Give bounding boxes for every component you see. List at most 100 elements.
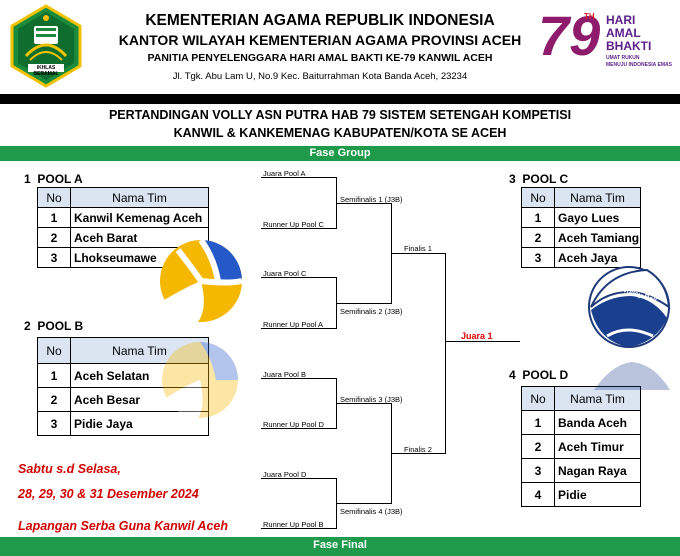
schedule-venue: Lapangan Serba Guna Kanwil Aceh xyxy=(18,519,228,533)
seed-label: Juara Pool C xyxy=(263,269,307,278)
final-label: Finalis 1 xyxy=(404,244,432,253)
team-no: 3 xyxy=(521,458,555,483)
team-name: Pidie Jaya xyxy=(70,411,209,436)
semi-label: Semifinalis 4 (J3B) xyxy=(340,507,403,516)
pool-d-title: 4 POOL D xyxy=(509,368,568,382)
pool-a-label: POOL A xyxy=(37,172,83,186)
team-name: Aceh Tamiang xyxy=(554,227,641,248)
header-divider xyxy=(0,94,680,104)
schedule-dates: 28, 29, 30 & 31 Desember 2024 xyxy=(18,487,199,501)
final-label: Finalis 2 xyxy=(404,445,432,454)
seed-label: Runner Up Pool D xyxy=(263,420,324,429)
hab-sub1: UMAT RUKUN xyxy=(606,55,640,61)
col-no: No xyxy=(37,337,71,364)
pool-d-label: POOL D xyxy=(522,368,569,382)
team-name: Gayo Lues xyxy=(554,207,641,228)
pool-d-number: 4 xyxy=(509,368,516,382)
pool-b-title: 2 POOL B xyxy=(24,319,83,333)
hab-line2: AMAL xyxy=(606,26,641,40)
team-name: Kanwil Kemenag Aceh xyxy=(70,207,209,228)
kemenag-logo xyxy=(10,4,82,88)
volleyball-faded-icon xyxy=(162,342,238,418)
pool-c-title: 3 POOL C xyxy=(509,172,568,186)
team-name: Aceh Timur xyxy=(554,434,641,459)
header-line3: PANITIA PENYELENGGARA HARI AMAL BAKTI KE… xyxy=(147,52,493,64)
seed-label: Juara Pool B xyxy=(263,370,306,379)
volleyball-reflection-icon xyxy=(594,362,670,390)
seed-label: Runner Up Pool C xyxy=(263,220,324,229)
team-no: 3 xyxy=(521,247,555,268)
team-no: 3 xyxy=(37,247,71,268)
team-no: 2 xyxy=(521,227,555,248)
seed-label: Juara Pool A xyxy=(263,169,306,178)
pool-a-number: 1 xyxy=(24,172,31,186)
hab-line3: BHAKTI xyxy=(606,39,652,53)
hab-79-logo: 79 TH HARI AMAL BHAKTI UMAT RUKUN MENUJU… xyxy=(538,4,678,82)
header-line2: KANTOR WILAYAH KEMENTERIAN AGAMA PROVINS… xyxy=(118,32,522,48)
team-name: Aceh Barat xyxy=(70,227,209,248)
pool-b-label: POOL B xyxy=(37,319,84,333)
col-name: Nama Tim xyxy=(554,386,641,411)
header-address: Jl. Tgk. Abu Lam U, No.9 Kec. Baiturrahm… xyxy=(172,71,468,82)
hab-sub2: MENUJU INDONESIA EMAS xyxy=(606,62,672,68)
pool-c-label: POOL C xyxy=(522,172,569,186)
col-no: No xyxy=(37,187,71,208)
col-no: No xyxy=(521,187,555,208)
team-name: Pidie xyxy=(554,482,641,507)
semi-label: Semifinalis 3 (J3B) xyxy=(340,395,403,404)
semi-label: Semifinalis 2 (J3B) xyxy=(340,307,403,316)
header-line1: KEMENTERIAN AGAMA REPUBLIK INDONESIA xyxy=(145,12,495,29)
col-name: Nama Tim xyxy=(70,187,209,208)
team-no: 2 xyxy=(521,434,555,459)
tournament-title: PERTANDINGAN VOLLY ASN PUTRA HAB 79 SIST… xyxy=(108,108,572,122)
hab-sup: TH xyxy=(584,12,595,21)
team-no: 4 xyxy=(521,482,555,507)
tournament-subtitle: KANWIL & KANKEMENAG KABUPATEN/KOTA SE AC… xyxy=(173,126,507,140)
team-no: 2 xyxy=(37,227,71,248)
seed-label: Runner Up Pool B xyxy=(263,520,324,529)
team-no: 1 xyxy=(521,410,555,435)
team-no: 2 xyxy=(37,387,71,412)
seed-label: Juara Pool D xyxy=(263,470,307,479)
seed-label: Runner Up Pool A xyxy=(263,320,324,329)
pool-c-number: 3 xyxy=(509,172,516,186)
logo-motto: IKHLAS BERAMAL xyxy=(33,65,59,77)
team-no: 1 xyxy=(521,207,555,228)
semi-label: Semifinalis 1 (J3B) xyxy=(340,195,403,204)
team-no: 1 xyxy=(37,363,71,388)
hab-number: 79 xyxy=(538,4,601,67)
team-name: Aceh Besar xyxy=(70,387,209,412)
schedule-days: Sabtu s.d Selasa, xyxy=(18,462,121,476)
team-name: Aceh Jaya xyxy=(554,247,641,268)
pool-a-title: 1 POOL A xyxy=(24,172,83,186)
team-no: 1 xyxy=(37,207,71,228)
team-name: Nagan Raya xyxy=(554,458,641,483)
phase-final-bar: Fase Final xyxy=(0,537,680,556)
pool-b-number: 2 xyxy=(24,319,31,333)
col-name: Nama Tim xyxy=(554,187,641,208)
team-name: Banda Aceh xyxy=(554,410,641,435)
hab-line1: HARI xyxy=(606,13,636,27)
col-name: Nama Tim xyxy=(70,337,209,364)
col-no: No xyxy=(521,386,555,411)
phase-group-bar: Fase Group xyxy=(0,146,680,161)
team-no: 3 xyxy=(37,411,71,436)
